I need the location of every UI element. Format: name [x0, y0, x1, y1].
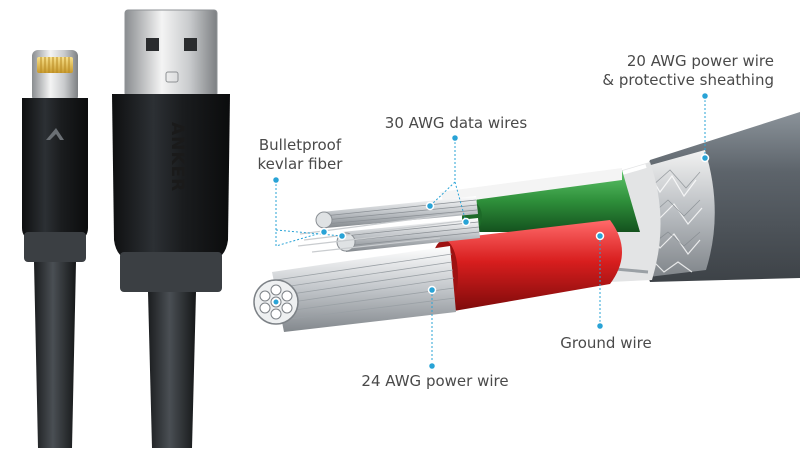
white-data-wire	[440, 168, 622, 204]
callout-ground-wire: Ground wire	[560, 334, 652, 352]
callout-kevlar-fiber: Bulletproof kevlar fiber	[257, 136, 343, 173]
anker-logo: ANKER	[167, 122, 187, 192]
callout-24awg-power-wire: 24 AWG power wire	[361, 372, 509, 390]
usb-a-connector-icon: ANKER	[112, 9, 230, 448]
callout-dots	[271, 91, 710, 371]
power-strands-24awg	[253, 246, 456, 332]
cable-cutaway	[253, 112, 800, 332]
callout-data-wires: 30 AWG data wires	[384, 114, 528, 132]
callout-lines	[275, 96, 706, 366]
lightning-connector-icon	[22, 50, 88, 448]
data-strands-upper	[315, 196, 478, 229]
callout-power-wire-sheathing: 20 AWG power wire & protective sheathing	[602, 52, 774, 89]
kevlar-fibers	[297, 211, 471, 253]
